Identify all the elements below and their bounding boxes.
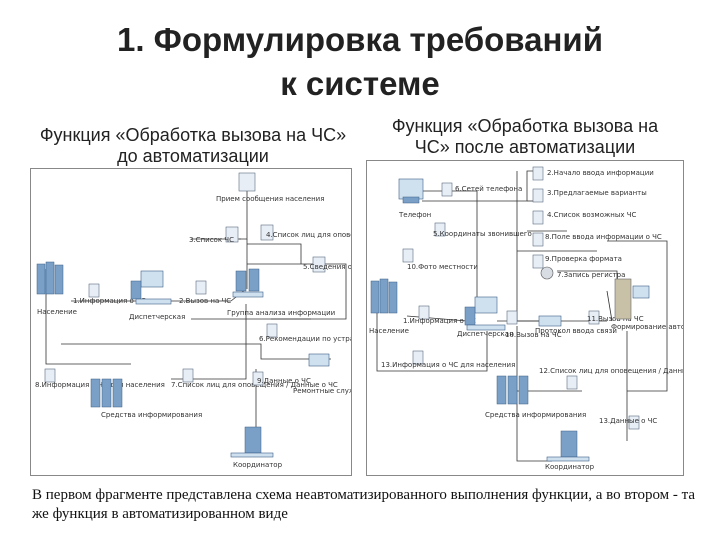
media-icon bbox=[90, 378, 123, 408]
label-d6: 6.Сетей телефона bbox=[455, 185, 522, 193]
document-icon bbox=[412, 350, 424, 365]
diagram-after-automation: Телефон 6.Сетей телефона 5.Координаты зв… bbox=[366, 160, 684, 476]
document-icon bbox=[506, 310, 518, 325]
document-icon bbox=[44, 368, 56, 383]
label-d13b: 13.Данные о ЧС bbox=[599, 417, 657, 425]
label-d12: 12.Список лиц для оповещения / Данные о … bbox=[539, 367, 683, 375]
population-icon bbox=[370, 278, 398, 314]
label-d5: 5.Координаты звонившего bbox=[433, 230, 532, 238]
label-call-chs: 2.Вызов на ЧС bbox=[179, 297, 231, 305]
label-d8: 8.Поле ввода информации о ЧС bbox=[545, 233, 662, 241]
rescue-service-icon bbox=[308, 353, 330, 367]
document-icon bbox=[532, 166, 544, 181]
label-d2: 2.Начало ввода информации bbox=[547, 169, 654, 177]
label-list-chs: 3.Список ЧС bbox=[189, 236, 234, 244]
title-line-1: 1. Формулировка требований bbox=[116, 21, 603, 58]
label-d9: 9.Проверка формата bbox=[545, 255, 622, 263]
label-data: 9.Данные о ЧС bbox=[257, 377, 311, 385]
label-call: Прием сообщения населения bbox=[216, 195, 324, 203]
document-icon bbox=[532, 210, 544, 225]
document-icon bbox=[225, 226, 239, 243]
label-d10: 10.Фото местности bbox=[407, 263, 478, 271]
slide-title: 1. Формулировка требований к системе bbox=[0, 18, 720, 106]
label-dispatcher: Диспетчерская bbox=[457, 330, 513, 338]
dispatcher-icon bbox=[130, 270, 172, 305]
document-icon bbox=[312, 256, 326, 273]
document-icon bbox=[260, 224, 274, 241]
server-icon bbox=[614, 278, 650, 320]
document-icon bbox=[532, 188, 544, 203]
label-d3: 3.Предлагаемые варианты bbox=[547, 189, 647, 197]
document-icon bbox=[182, 368, 194, 383]
label-d13: 13.Информация о ЧС для населения bbox=[381, 361, 515, 369]
label-media: Средства информирования bbox=[101, 411, 202, 419]
coordinator-icon bbox=[546, 430, 590, 462]
diagram-before-svg: Прием сообщения населения 3.Список ЧС 4.… bbox=[35, 172, 351, 469]
label-coordinator: Координатор bbox=[545, 463, 595, 471]
diagram-after-svg: Телефон 6.Сетей телефона 5.Координаты зв… bbox=[369, 166, 683, 471]
coordinator-icon bbox=[230, 426, 274, 458]
protocol-box bbox=[538, 315, 562, 327]
document-icon bbox=[238, 172, 256, 192]
document-icon bbox=[566, 375, 578, 390]
connector bbox=[417, 190, 478, 311]
label-protocol: Протокол ввода связи bbox=[535, 327, 617, 335]
document-icon bbox=[532, 232, 544, 247]
title-line-2: к системе bbox=[280, 65, 440, 102]
label-rescue: Ремонтные службы bbox=[293, 387, 351, 395]
document-icon bbox=[88, 283, 100, 298]
label-d4: 4.Список возможных ЧС bbox=[547, 211, 637, 219]
document-icon bbox=[195, 280, 207, 295]
label-coordinator: Координатор bbox=[233, 461, 283, 469]
connector bbox=[606, 290, 613, 322]
label-info-chs: 1.Информация о ЧС bbox=[73, 297, 146, 305]
label-reg: 7.Запись регистра bbox=[557, 271, 625, 279]
connector bbox=[45, 269, 131, 365]
label-d10b: 10.Вызов на ЧС bbox=[505, 331, 562, 339]
document-icon bbox=[532, 254, 544, 269]
document-icon bbox=[628, 415, 640, 430]
label-phone: Телефон bbox=[398, 211, 431, 219]
label-former: Формирование автоматизированной обработк… bbox=[611, 323, 683, 331]
document-icon bbox=[418, 305, 430, 320]
label-group: Группа анализа информации bbox=[227, 309, 335, 317]
population-icon bbox=[36, 261, 64, 295]
left-heading: Функция «Обработка вызова на ЧС» до авто… bbox=[39, 125, 347, 166]
analysis-group-icon bbox=[232, 268, 264, 298]
slide-caption: В первом фрагменте представлена схема не… bbox=[32, 487, 696, 522]
connector bbox=[607, 240, 668, 392]
connector bbox=[247, 243, 302, 264]
connector bbox=[516, 326, 552, 462]
media-icon bbox=[496, 375, 529, 405]
document-icon bbox=[441, 182, 453, 197]
connector bbox=[406, 315, 468, 322]
document-icon bbox=[266, 323, 278, 338]
label-media: Средства информирования bbox=[485, 411, 586, 419]
label-dispatcher: Диспетчерская bbox=[129, 313, 185, 321]
label-population: Население bbox=[369, 327, 409, 335]
label-chs-report: 5.Сведения о ЧС bbox=[303, 263, 351, 271]
document-icon bbox=[588, 310, 600, 325]
document-icon bbox=[402, 248, 414, 263]
label-notify-list: 4.Список лиц для оповещения bbox=[266, 231, 351, 239]
document-icon bbox=[434, 222, 446, 237]
phone-icon bbox=[398, 178, 424, 204]
label-recommend: 6.Рекомендации по устранению ЧС bbox=[259, 335, 351, 343]
document-icon bbox=[252, 371, 264, 386]
label-d1: 1.Информация о ЧС bbox=[403, 317, 476, 325]
gear-icon bbox=[540, 266, 554, 280]
diagram-before-automation: Прием сообщения населения 3.Список ЧС 4.… bbox=[30, 168, 352, 476]
connector bbox=[376, 311, 488, 372]
dispatcher-icon bbox=[464, 296, 506, 331]
label-population: Население bbox=[37, 308, 77, 316]
connector bbox=[171, 304, 247, 380]
connector bbox=[61, 343, 331, 360]
right-heading: Функция «Обработка вызова на ЧС» после а… bbox=[391, 116, 659, 157]
